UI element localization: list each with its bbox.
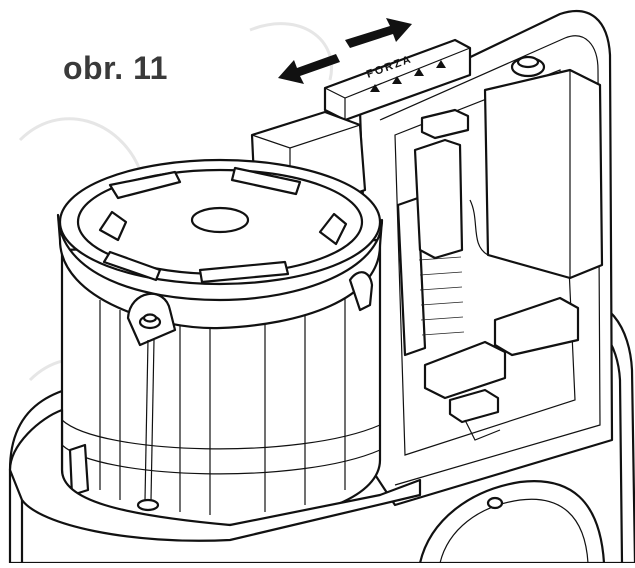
figure-label: obr. 11 (63, 50, 168, 86)
arrow-right-icon (345, 18, 412, 48)
control-box (358, 9, 614, 507)
base-rim (8, 408, 422, 542)
arrow-left-icon (278, 54, 340, 84)
release-bracket (126, 292, 177, 512)
adjust-direction-arrows (278, 18, 412, 84)
motor-cylinder (56, 158, 384, 527)
